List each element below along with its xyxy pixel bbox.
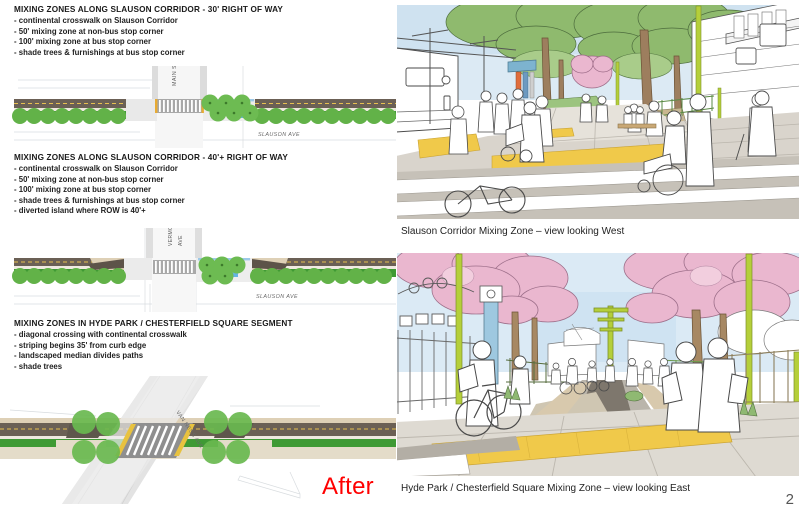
plan-block-slauson-40ft: MIXING ZONES ALONG SLAUSON CORRIDOR - 40… — [0, 152, 396, 314]
plan-bullet: - diverted island where ROW is 40'+ — [14, 206, 146, 216]
stroller-group — [500, 101, 545, 163]
plan-figure-slauson-40ft: VERMONT AVE SLAUSON AVE — [0, 228, 396, 312]
bus-stop-corner-trees — [198, 256, 246, 285]
cross-street-label: MAIN ST — [172, 66, 178, 86]
plan-block-hyde-park: MIXING ZONES IN HYDE PARK / CHESTERFIELD… — [0, 318, 396, 506]
plan-bullet-list: - continental crosswalk on Slauson Corri… — [0, 164, 396, 217]
plan-figure-slauson-30ft: MAIN ST SLAUSON AVE — [0, 66, 396, 148]
wheelchair-user-group — [637, 93, 715, 196]
street-trees-right — [250, 268, 392, 284]
plan-bullet: - continental crosswalk on Slauson Corri… — [14, 164, 178, 173]
street-trees-left — [12, 108, 126, 124]
plan-heading: MIXING ZONES IN HYDE PARK / CHESTERFIELD… — [14, 319, 293, 328]
renderings-column: Slauson Corridor Mixing Zone – view look… — [396, 0, 800, 508]
plan-bullet: - shade trees & furnishings at bus stop … — [14, 47, 185, 57]
distant-cyclists — [559, 380, 610, 395]
plan-bullet: - 50' mixing zone at non-bus stop corner — [14, 174, 164, 184]
plan-diagrams-column: MIXING ZONES ALONG SLAUSON CORRIDOR - 30… — [0, 0, 396, 506]
plan-bullet: - shade trees — [14, 361, 63, 371]
seated-people — [623, 106, 645, 129]
corridor-label: SLAUSON AVE — [256, 294, 298, 300]
plan-heading: MIXING ZONES ALONG SLAUSON CORRIDOR - 40… — [14, 153, 288, 162]
cross-street-label: VERMONT — [168, 228, 174, 246]
rendering-caption-hyde-park-east: Hyde Park / Chesterfield Square Mixing Z… — [401, 483, 691, 494]
transit-bus — [396, 47, 459, 133]
diagonal-crosswalk — [115, 423, 195, 458]
median-trees-right — [202, 410, 252, 464]
crosswalk-stripes — [153, 260, 196, 274]
park-gate — [397, 277, 475, 327]
plan-bullet: - shade trees & furnishings at bus stop … — [14, 195, 185, 205]
pedestrian-with-cane — [735, 90, 777, 161]
cross-street-label-line2: AVE — [178, 235, 184, 246]
rendering-image-hyde-park-east — [396, 252, 800, 477]
plan-bullet: - 100' mixing zone at bus stop corner — [14, 37, 152, 47]
shop-awning — [507, 59, 537, 99]
utility-poles — [396, 28, 517, 124]
signal-mast — [593, 305, 629, 389]
bicycle — [455, 383, 522, 437]
bench — [617, 123, 657, 129]
plan-bullet-list: - diagonal crossing with continental cro… — [0, 330, 396, 372]
plan-bullet: - diagonal crossing with continental cro… — [14, 330, 187, 339]
pedestrian-pair-right — [661, 337, 749, 433]
median-trees-left — [72, 410, 120, 464]
plan-bullet: - striping begins 35' from curb edge — [14, 340, 147, 350]
plan-bullet-list: - continental crosswalk on Slauson Corri… — [0, 16, 396, 58]
rendering-caption-slauson-west: Slauson Corridor Mixing Zone – view look… — [401, 226, 625, 237]
blossom-tree — [570, 54, 614, 89]
page-number: 2 — [785, 491, 794, 508]
rendering-card-hyde-park-east: Hyde Park / Chesterfield Square Mixing Z… — [396, 252, 800, 508]
street-trees-left — [12, 268, 126, 284]
plan-block-slauson-30ft: MIXING ZONES ALONG SLAUSON CORRIDOR - 30… — [0, 4, 396, 150]
plan-heading: MIXING ZONES ALONG SLAUSON CORRIDOR - 30… — [14, 5, 284, 14]
corridor-label: SLAUSON AVE — [258, 132, 300, 138]
rendering-card-slauson-west: Slauson Corridor Mixing Zone – view look… — [396, 4, 800, 242]
crosswalk-stripes — [155, 99, 204, 113]
plan-figure-hyde-park: VAN NESS AVE — [0, 376, 396, 504]
plan-bullet: - 50' mixing zone at non-bus stop corner — [14, 26, 164, 36]
bus-stop-corner-trees — [201, 94, 259, 122]
after-label: After — [322, 473, 374, 500]
shrub-accents — [503, 385, 758, 417]
bicycle — [444, 185, 526, 218]
rendering-image-slauson-west — [396, 4, 800, 220]
plan-bullet: - 100' mixing zone at bus stop corner — [14, 185, 152, 195]
plan-bullet: - landscaped median divides paths — [14, 351, 144, 361]
street-trees-right — [254, 108, 396, 124]
plan-bullet: - continental crosswalk on Slauson Corri… — [14, 16, 178, 25]
path-users — [550, 358, 671, 387]
